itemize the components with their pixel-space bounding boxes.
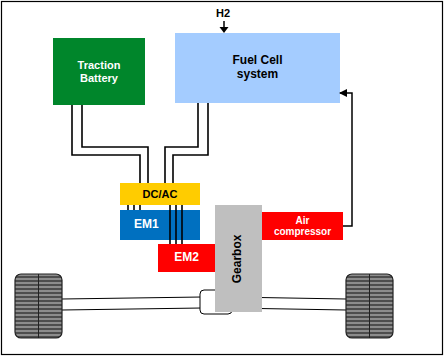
power-wire [170, 205, 182, 244]
power-wire [165, 103, 208, 183]
node-label: Air compressor [273, 215, 333, 238]
node-label: DC/AC [143, 188, 178, 201]
gearbox-box: Gearbox [215, 205, 262, 312]
fuel-cell-box: Fuel Cell system [175, 33, 340, 103]
inverter-box: DC/AC [120, 183, 200, 205]
compressor-box: Air compressor [262, 212, 343, 240]
motor-box: EM1 [120, 210, 200, 240]
air-supply-arrow [340, 93, 352, 226]
node-label: EM1 [134, 218, 159, 232]
left-wheel [15, 274, 62, 338]
frame [2, 2, 443, 355]
right-wheel [346, 274, 393, 338]
motor-box: EM2 [158, 244, 215, 272]
gas-label: H2 [216, 7, 230, 19]
node-label: Traction Battery [64, 59, 134, 84]
power-wire [128, 205, 140, 210]
battery-box: Traction Battery [53, 38, 145, 105]
node-label: EM2 [174, 251, 199, 265]
node-label: Fuel Cell system [218, 54, 298, 82]
power-wire [72, 105, 148, 183]
node-label: Gearbox [232, 234, 246, 283]
h2-inlet-line [223, 21, 225, 28]
